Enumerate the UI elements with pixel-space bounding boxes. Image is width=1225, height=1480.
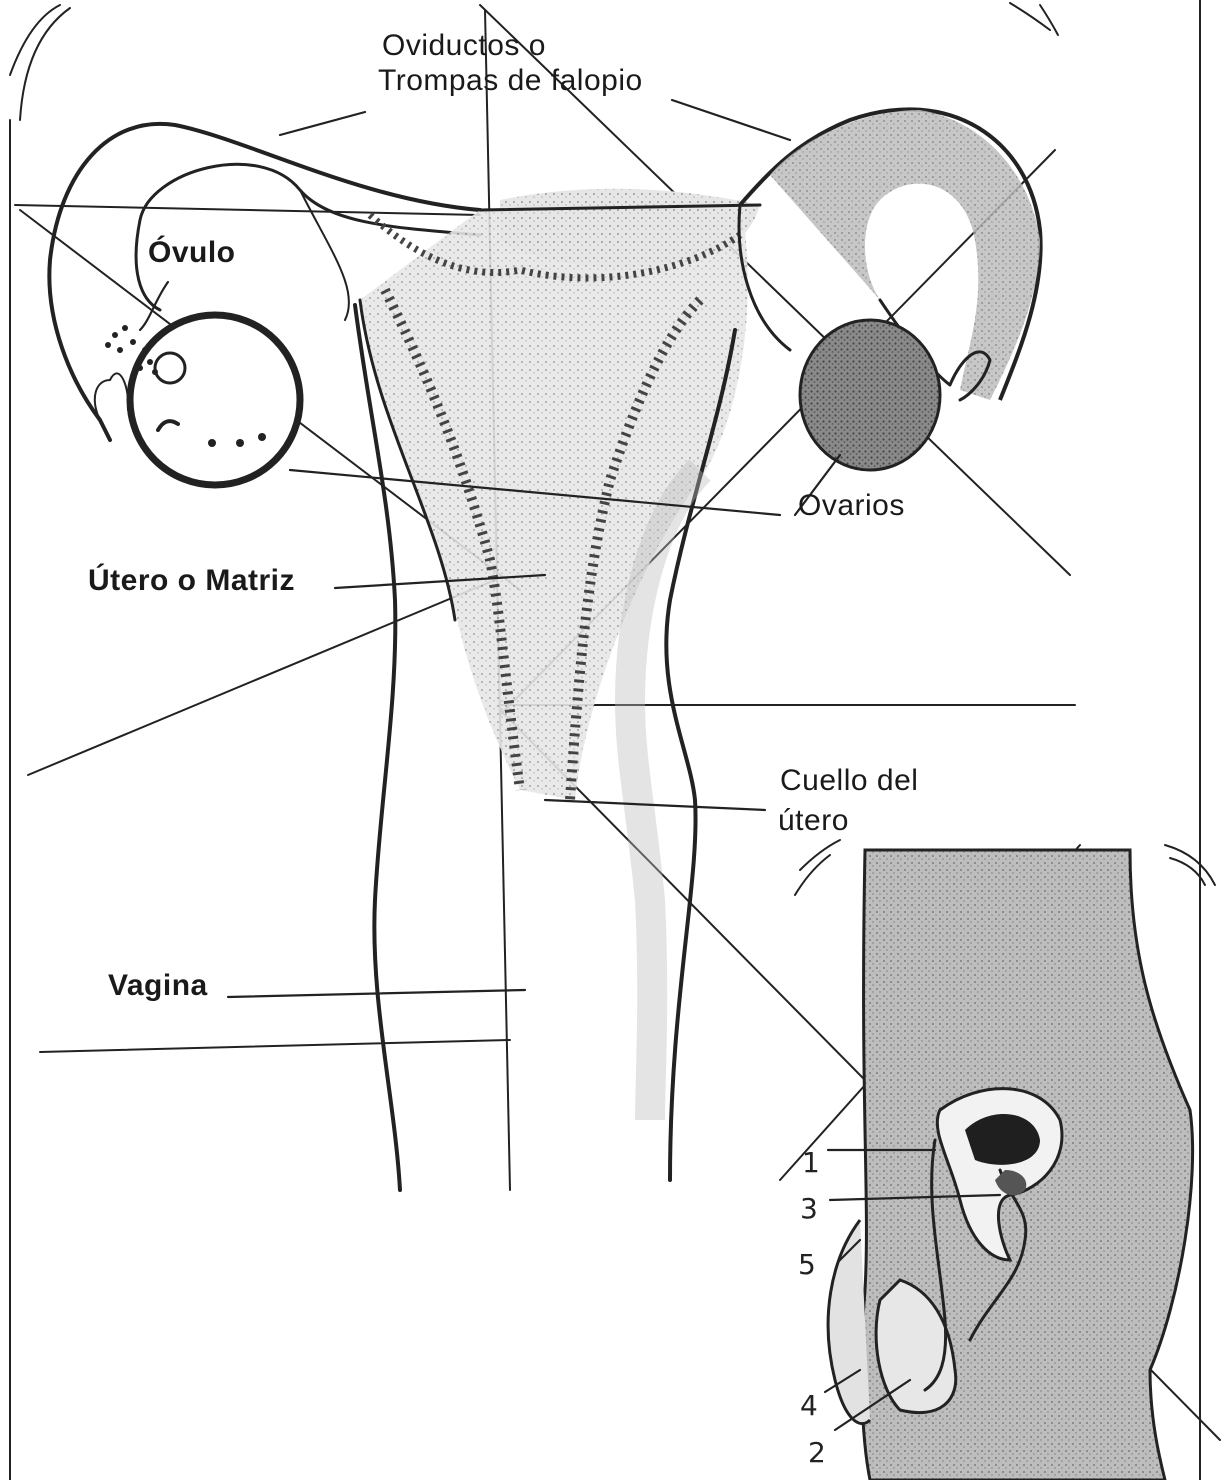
uterus bbox=[355, 189, 760, 1190]
label-cuello-line2: útero bbox=[778, 804, 849, 837]
label-oviductos-line2: Trompas de falopio bbox=[378, 64, 643, 97]
label-vagina: Vagina bbox=[108, 969, 208, 1002]
left-ovary bbox=[130, 315, 300, 485]
label-oviductos-line1: Oviductos o bbox=[382, 29, 546, 62]
inset-number-4: 4 bbox=[800, 1389, 818, 1422]
label-cuello-line1: Cuello del bbox=[780, 764, 918, 797]
inset-number-3: 3 bbox=[800, 1192, 818, 1225]
inset-side-view bbox=[795, 840, 1215, 1480]
inset-number-1: 1 bbox=[802, 1146, 820, 1179]
inset-number-2: 2 bbox=[808, 1436, 826, 1469]
right-ovary bbox=[800, 320, 940, 470]
label-ovarios: Ovarios bbox=[798, 489, 905, 522]
inset-numbers: 1 3 5 4 2 bbox=[798, 1146, 826, 1469]
inset-number-5: 5 bbox=[798, 1248, 816, 1281]
label-utero: Útero o Matriz bbox=[88, 563, 295, 597]
label-ovulo: Óvulo bbox=[148, 235, 236, 269]
